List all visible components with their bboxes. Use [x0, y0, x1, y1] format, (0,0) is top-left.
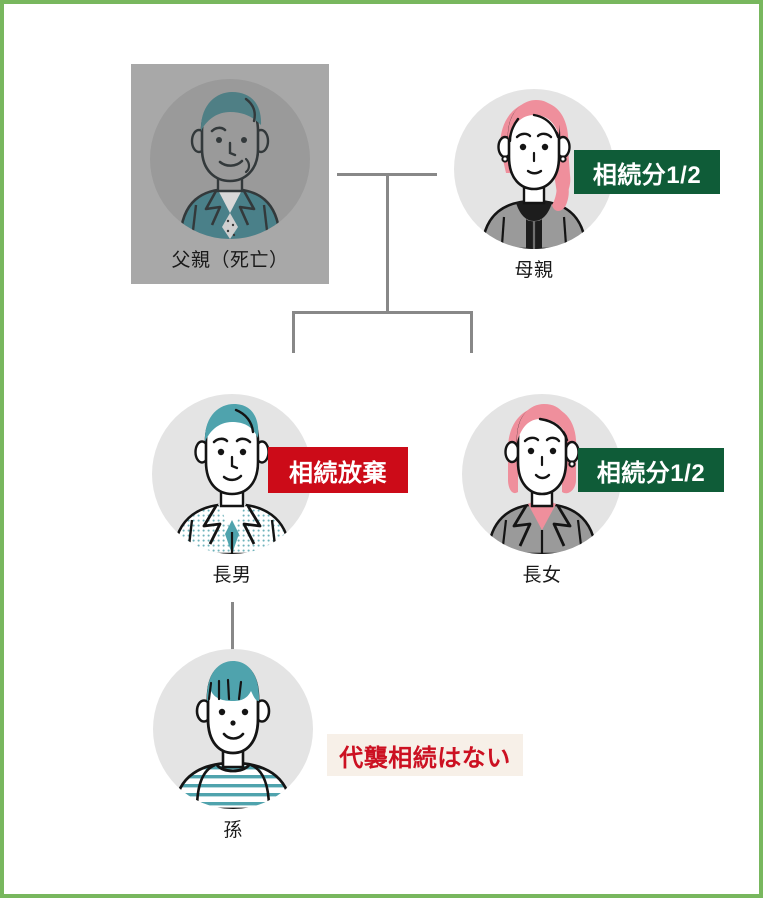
- badge-son-renunciation: 相続放棄: [268, 447, 408, 493]
- sibling-bar-horizontal: [292, 311, 473, 314]
- person-grandchild[interactable]: 孫: [153, 649, 313, 842]
- avatar-eldest-daughter: [462, 394, 622, 554]
- person-father[interactable]: 父親（死亡）: [150, 79, 310, 272]
- avatar-grandchild: [153, 649, 313, 809]
- sibling-drop-right: [470, 311, 473, 353]
- person-name-eldest-son: 長男: [212, 565, 252, 586]
- badge-daughter-share-text: 相続分1/2: [596, 459, 706, 487]
- badge-mother-share-text: 相続分1/2: [592, 161, 702, 189]
- grandchild-connector-line: [231, 602, 234, 650]
- person-mother[interactable]: 母親: [454, 89, 614, 282]
- sibling-drop-left: [292, 311, 295, 353]
- person-name-father: 父親（死亡）: [171, 250, 289, 271]
- avatar-mother: [454, 89, 614, 249]
- badge-grandchild-note: 代襲相続はない: [327, 734, 523, 776]
- avatar-father: [150, 79, 310, 239]
- person-name-eldest-daughter: 長女: [522, 565, 562, 586]
- marriage-line-vertical: [386, 173, 389, 314]
- diagram-canvas: 父親（死亡）: [4, 4, 759, 894]
- badge-daughter-share: 相続分1/2: [578, 448, 724, 492]
- badge-grandchild-note-text: 代襲相続はない: [339, 744, 511, 772]
- person-name-grandchild: 孫: [223, 820, 243, 841]
- badge-son-renunciation-text: 相続放棄: [289, 459, 387, 487]
- person-name-mother: 母親: [514, 260, 554, 281]
- badge-mother-share: 相続分1/2: [574, 150, 720, 194]
- person-eldest-daughter[interactable]: 長女: [462, 394, 622, 587]
